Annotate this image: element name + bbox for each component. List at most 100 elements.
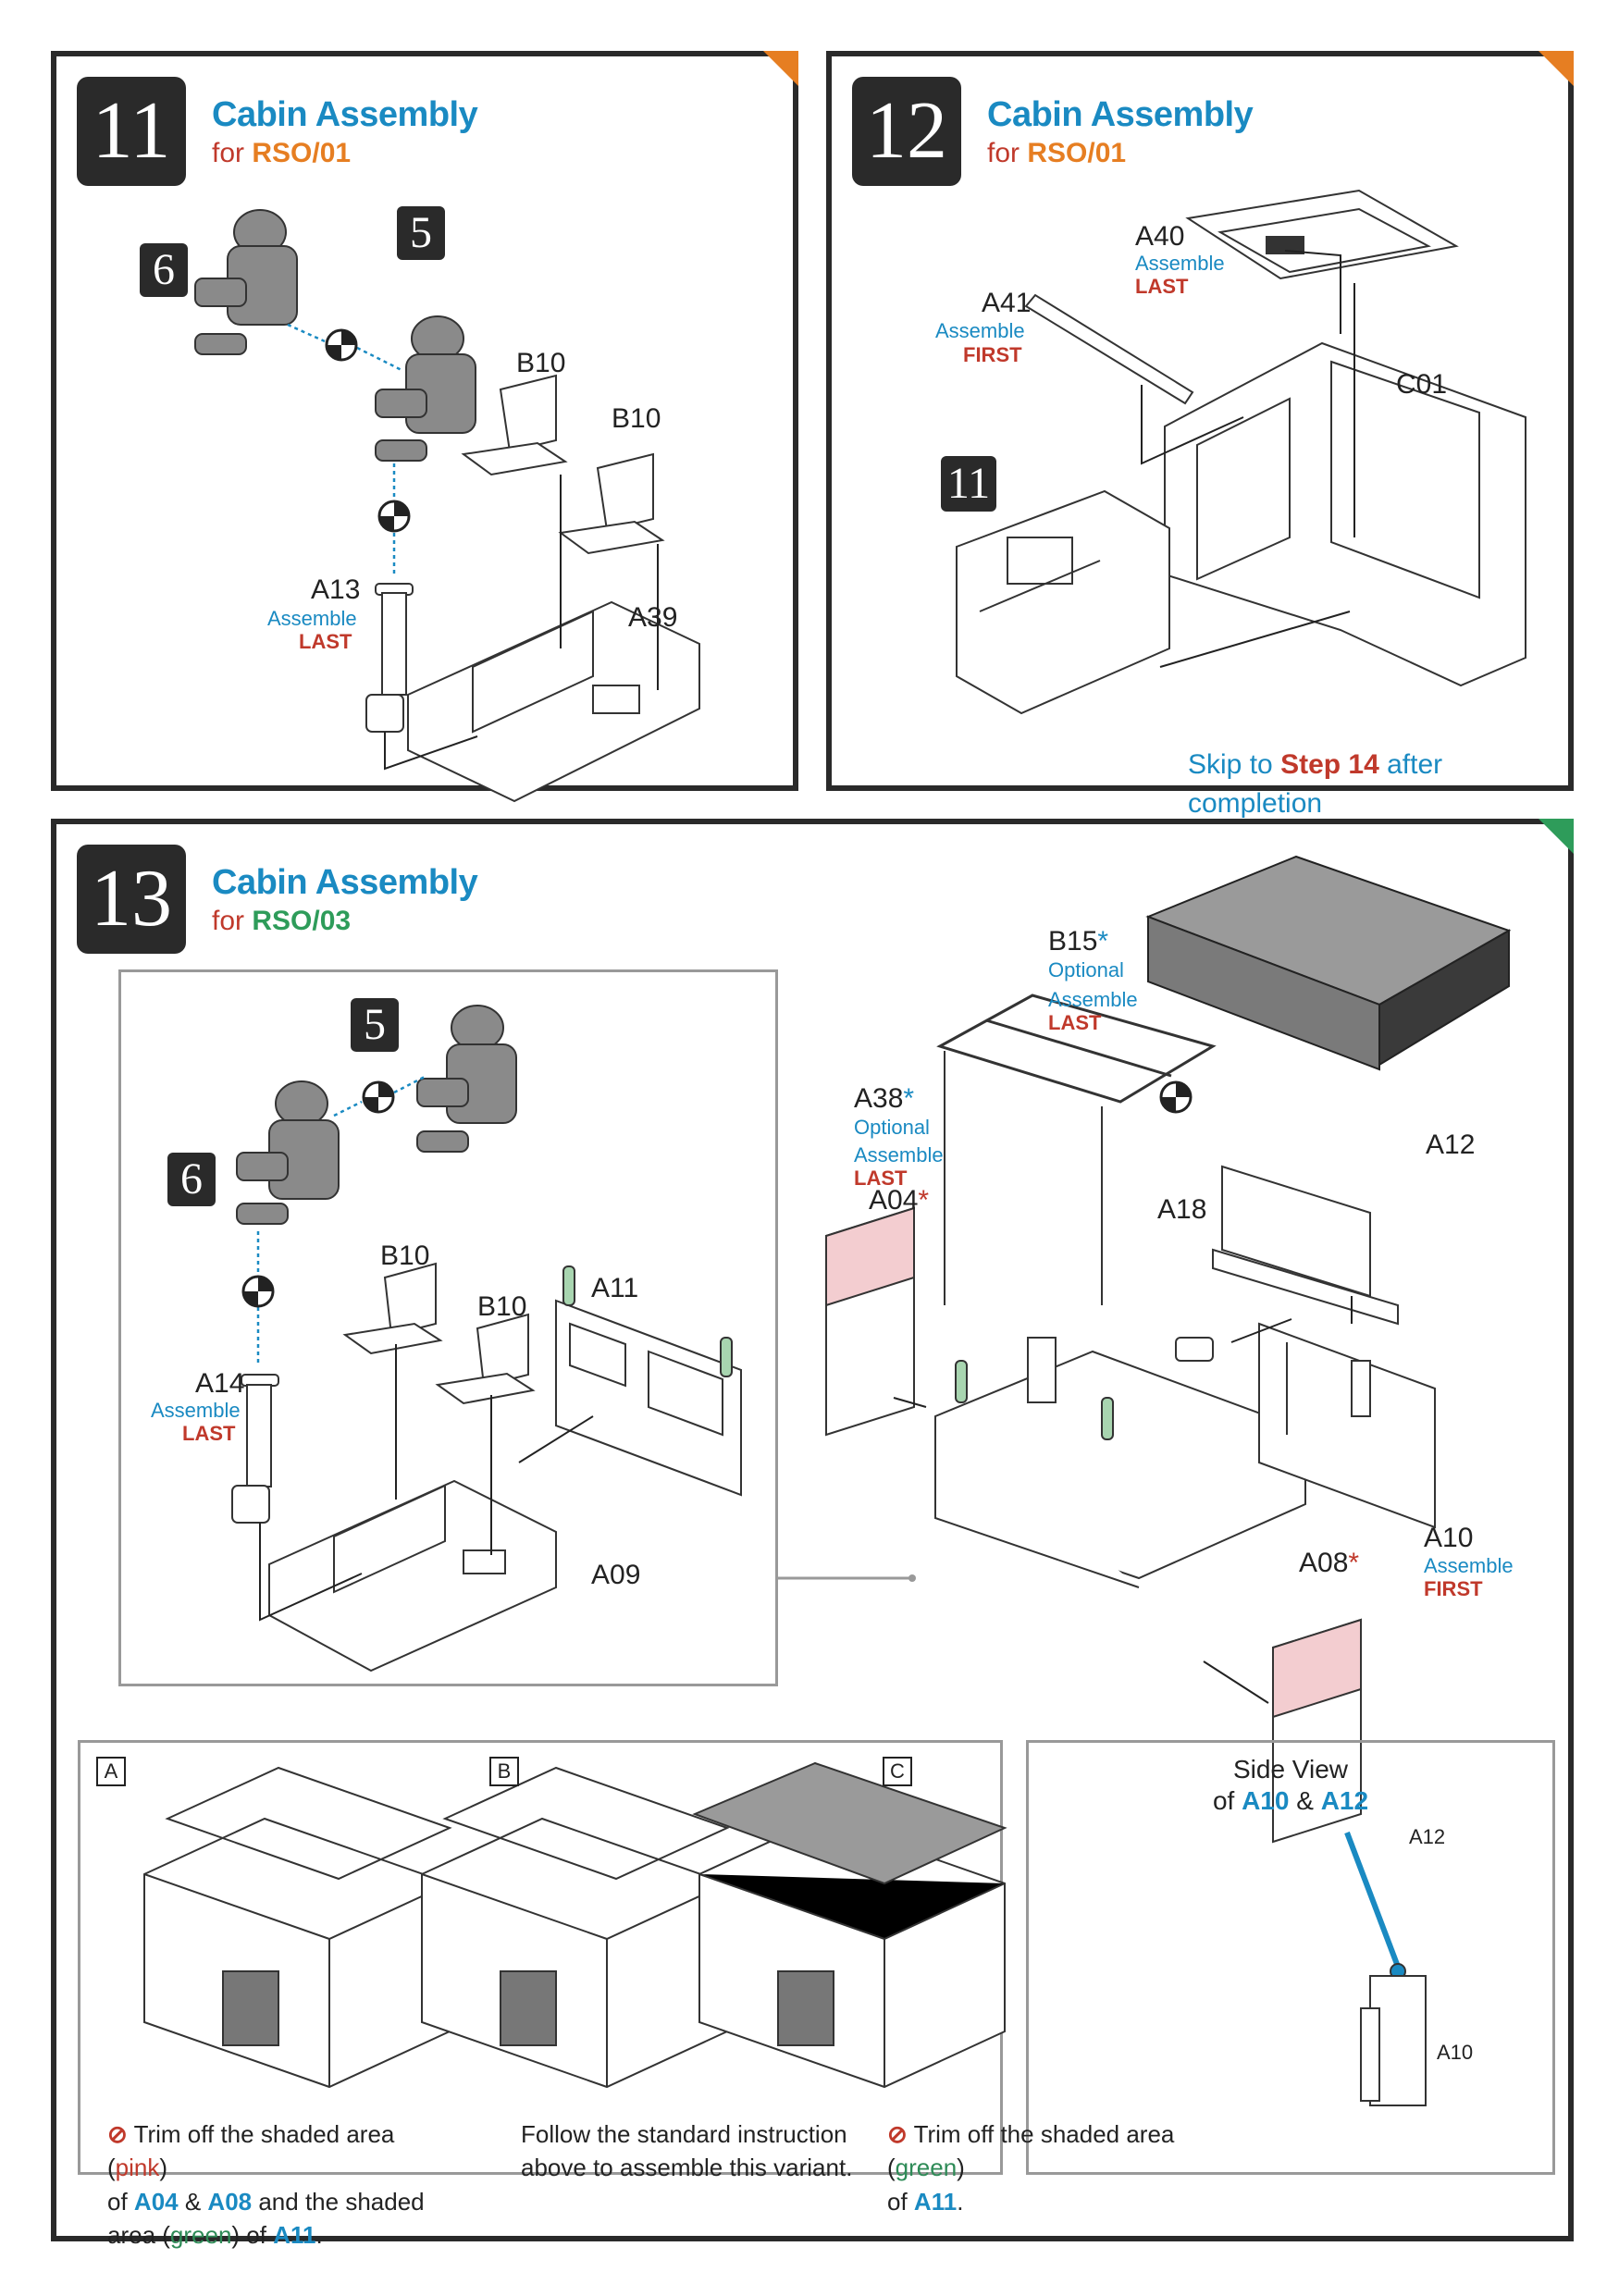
figure-5-icon bbox=[416, 1005, 517, 1153]
assemble-note: Assemble bbox=[935, 319, 1025, 342]
cap-a-t2e: and the shaded bbox=[252, 2187, 425, 2216]
part-a39-label: A39 bbox=[628, 602, 678, 633]
cap-a-green: green bbox=[169, 2221, 232, 2250]
variant-a-tag: A bbox=[96, 1757, 126, 1786]
door-a04-icon bbox=[825, 1206, 915, 1437]
part-a10-icon bbox=[1258, 1322, 1436, 1529]
part-a04-label: A04* bbox=[869, 1185, 929, 1216]
cap-c-t1e: ) bbox=[957, 2154, 965, 2182]
cap-c-t2c: . bbox=[957, 2187, 964, 2216]
part-a18-label: A18 bbox=[1157, 1194, 1207, 1225]
figure-6-icon bbox=[236, 1080, 340, 1225]
frame-a38-icon bbox=[936, 994, 1217, 1305]
side-view-of: of bbox=[1212, 1785, 1242, 1815]
variant-corner-flag bbox=[1539, 819, 1574, 854]
step-number: 12 bbox=[852, 77, 961, 186]
glue-icon bbox=[241, 1080, 1193, 1308]
step-title: Cabin Assembly bbox=[212, 95, 478, 134]
skip-instruction: Skip to Step 14 after completion bbox=[1188, 746, 1568, 823]
part-a18-icon bbox=[1175, 1337, 1214, 1362]
cab-c01-icon bbox=[1164, 341, 1526, 687]
variant-illustrations bbox=[143, 1761, 1427, 2106]
figure-6-label: 6 bbox=[167, 1153, 216, 1206]
side-view-title: Side View of A10 & A12 bbox=[1026, 1754, 1555, 1816]
part-a04-code: A04 bbox=[869, 1185, 919, 1216]
cap-a-t3c: ) of bbox=[231, 2221, 274, 2250]
step-number: 13 bbox=[77, 845, 186, 954]
part-a38-label: A38* bbox=[854, 1083, 914, 1115]
cap-c-a11: A11 bbox=[913, 2187, 958, 2216]
part-b10-label: B10 bbox=[380, 1241, 430, 1271]
variant-code: RSO/01 bbox=[1027, 138, 1127, 168]
variant-c-caption: ⊘ Trim off the shaded area (green) of A1… bbox=[887, 2117, 1202, 2218]
cap-a-pink: pink bbox=[115, 2154, 160, 2182]
assemble-note: Assemble bbox=[1048, 988, 1138, 1011]
cap-a-t2a: of bbox=[107, 2187, 134, 2216]
variant-b-cab-icon bbox=[421, 1766, 730, 2089]
part-a08-code: A08 bbox=[1299, 1548, 1349, 1578]
variant-corner-flag bbox=[763, 51, 798, 86]
seat-b10-icon bbox=[342, 1262, 536, 1405]
seat-b10-icon bbox=[461, 374, 665, 555]
for-prefix: for bbox=[212, 906, 245, 936]
order-note: FIRST bbox=[963, 343, 1022, 366]
part-a08-label: A08* bbox=[1299, 1548, 1359, 1579]
figure-5-icon bbox=[375, 315, 476, 462]
side-view-amp: & bbox=[1289, 1785, 1321, 1815]
side-view-line1: Side View bbox=[1232, 1755, 1348, 1784]
step-11-reference: 11 bbox=[941, 456, 996, 512]
assembly-11-icon bbox=[956, 489, 1170, 715]
cap-c-t1: Trim off the shaded area ( bbox=[887, 2120, 1175, 2182]
variant-c-tag: C bbox=[883, 1757, 912, 1786]
side-view-a12-label: A12 bbox=[1409, 1825, 1446, 1848]
part-a40-label: A40 bbox=[1135, 221, 1185, 252]
part-b15-code: B15 bbox=[1048, 926, 1098, 957]
part-a11-label: A11 bbox=[591, 1273, 639, 1303]
trim-star: * bbox=[1348, 1548, 1360, 1578]
cap-a-t3a: area ( bbox=[107, 2221, 170, 2250]
side-view-a10-label: A10 bbox=[1437, 2041, 1474, 2064]
order-note: LAST bbox=[299, 630, 352, 653]
cap-c-t2a: of bbox=[887, 2187, 914, 2216]
order-note: LAST bbox=[1048, 1011, 1102, 1034]
step-11-illustration bbox=[194, 209, 700, 803]
variant-code: RSO/03 bbox=[252, 906, 352, 936]
for-prefix: for bbox=[212, 138, 245, 168]
part-a14-label: A14 bbox=[195, 1368, 245, 1399]
step-title: Cabin Assembly bbox=[987, 95, 1254, 134]
figure-6-icon bbox=[194, 209, 298, 355]
variant-b-caption: Follow the standard instruction above to… bbox=[521, 2117, 854, 2185]
step-number: 11 bbox=[77, 77, 186, 186]
skip-step-link[interactable]: Step 14 bbox=[1280, 749, 1379, 780]
order-note: FIRST bbox=[1424, 1577, 1483, 1600]
variant-corner-flag bbox=[1539, 51, 1574, 86]
cap-a-a08: A08 bbox=[207, 2187, 253, 2216]
part-a09-label: A09 bbox=[591, 1560, 641, 1590]
part-a41-label: A41 bbox=[982, 288, 1032, 318]
optional-note: Optional bbox=[1048, 958, 1124, 981]
panel-a11-icon bbox=[555, 1265, 742, 1497]
variant-code: RSO/01 bbox=[252, 138, 352, 168]
door-a08-icon bbox=[1272, 1618, 1362, 1844]
step-12-panel: 12 Cabin Assembly for RSO/01 A40 Assembl… bbox=[826, 51, 1574, 819]
order-note: LAST bbox=[182, 1422, 236, 1445]
warning-icon: ⊘ bbox=[887, 2120, 908, 2148]
step-12-illustration bbox=[956, 189, 1526, 715]
variant-b-tag: B bbox=[489, 1757, 519, 1786]
cab-body-icon bbox=[934, 1337, 1306, 1588]
part-c01-label: C01 bbox=[1396, 369, 1448, 400]
assemble-note: Assemble bbox=[1135, 252, 1225, 275]
variant-a-caption: ⊘ Trim off the shaded area (pink) of A04… bbox=[107, 2117, 459, 2253]
part-b10-label: B10 bbox=[477, 1291, 527, 1322]
assemble-note: Assemble bbox=[267, 607, 357, 630]
side-view-a12: A12 bbox=[1320, 1785, 1369, 1815]
step-variant: for RSO/01 bbox=[212, 138, 351, 169]
step-11-panel: 11 Cabin Assembly for RSO/01 bbox=[51, 51, 798, 803]
cap-a-a11: A11 bbox=[273, 2221, 316, 2250]
side-view-pane bbox=[1026, 1740, 1555, 2175]
step-title: Cabin Assembly bbox=[212, 863, 478, 902]
part-a10-label: A10 bbox=[1424, 1523, 1474, 1553]
part-b10-label: B10 bbox=[516, 348, 566, 378]
order-note: LAST bbox=[854, 1167, 908, 1190]
cap-c-green: green bbox=[895, 2154, 958, 2182]
